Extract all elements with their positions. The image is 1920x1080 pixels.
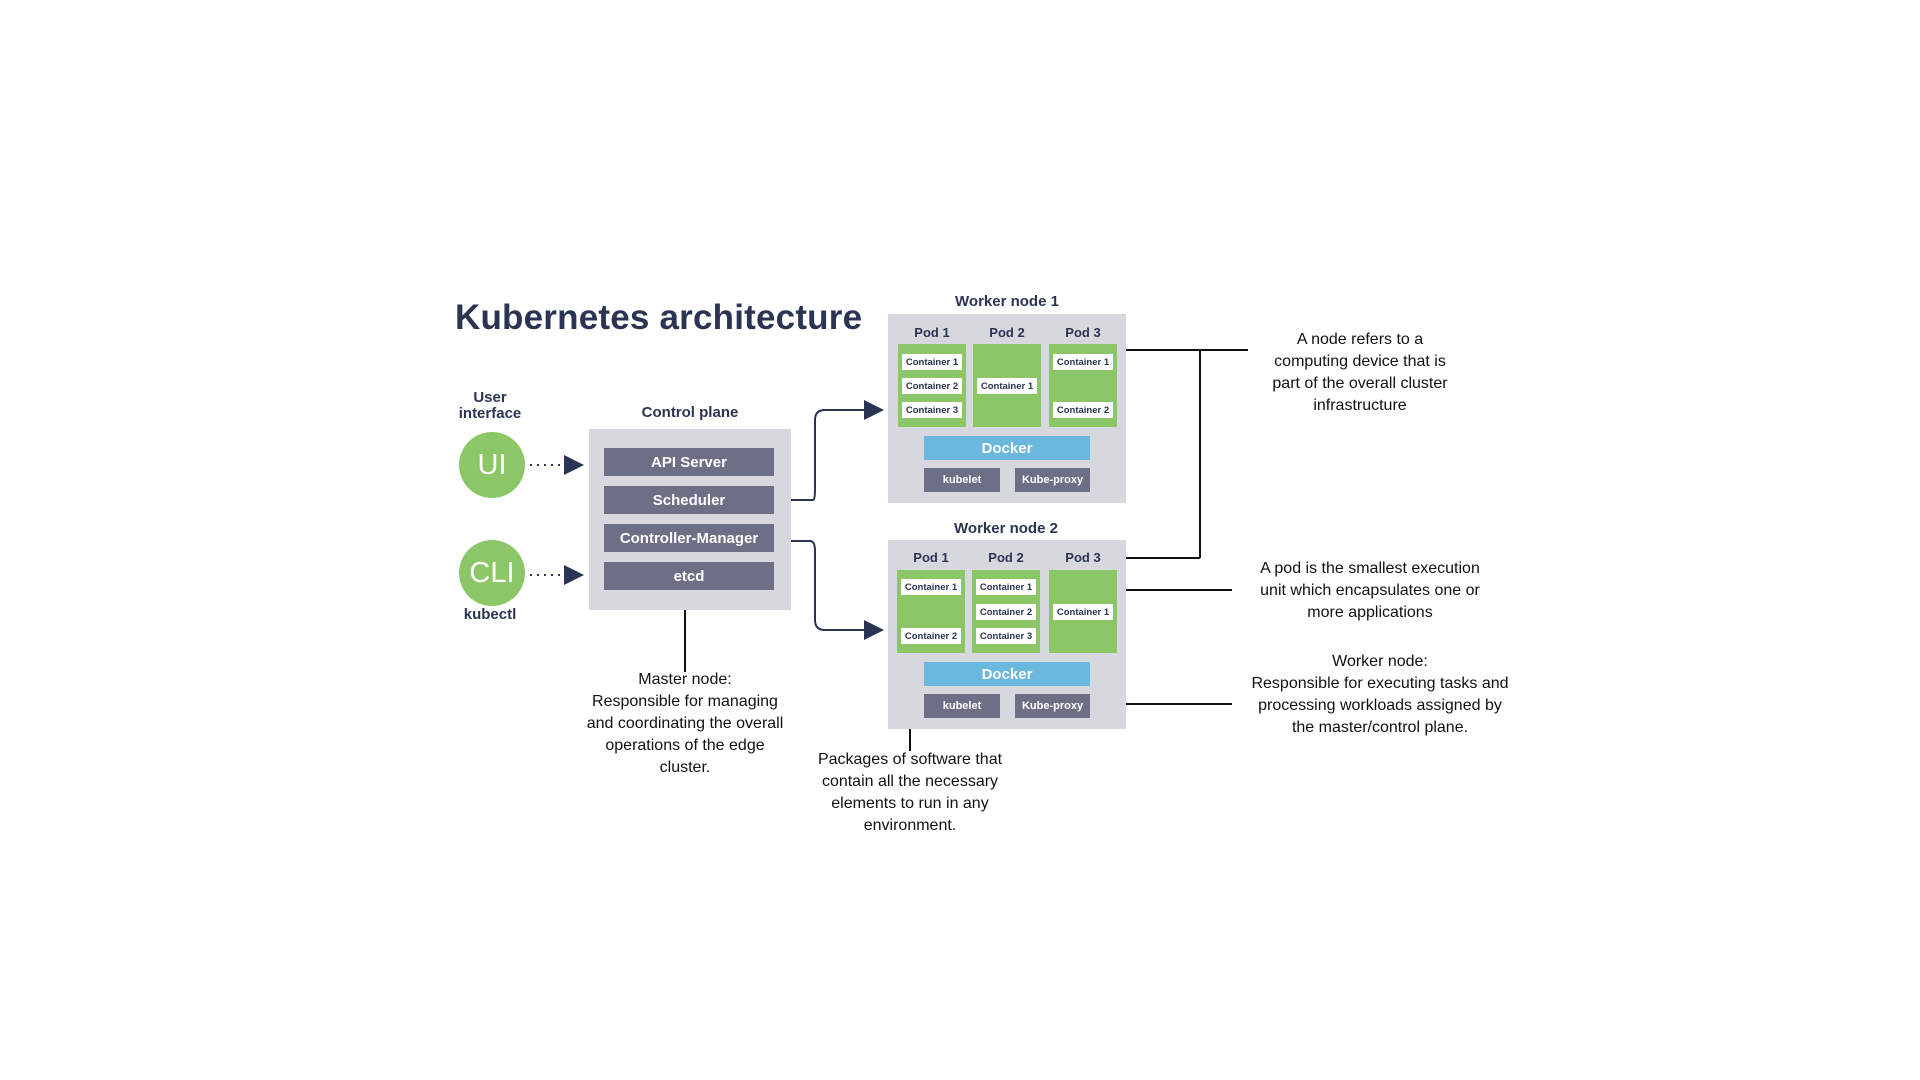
wn2-pod3-container1: Container 1 — [1053, 604, 1113, 620]
cp-to-worker2-arrow — [791, 540, 884, 640]
master-node-note: Master node: Responsible for managing an… — [586, 671, 784, 776]
wn2-docker: Docker — [924, 662, 1090, 686]
node-note: A node refers to a computing device that… — [1272, 331, 1448, 414]
wn2-pod2-container1: Container 1 — [976, 579, 1036, 595]
cli-circle: CLI — [459, 540, 525, 606]
kubectl-label: kubectl — [463, 606, 517, 623]
wn1-pod1-title: Pod 1 — [914, 325, 950, 340]
worker-node-2-title: Worker node 2 — [954, 520, 1058, 537]
wn1-pod2-title: Pod 2 — [989, 325, 1025, 340]
cp-scheduler: Scheduler — [604, 486, 774, 514]
cp-controller-manager: Controller-Manager — [604, 524, 774, 552]
wn2-kubelet: kubelet — [924, 694, 1000, 718]
pod-note: A pod is the smallest execution unit whi… — [1260, 560, 1480, 621]
user-interface-label: User interface — [458, 389, 522, 422]
packages-note: Packages of software that contain all th… — [817, 751, 1003, 834]
wn1-pod2-container1: Container 1 — [977, 378, 1037, 394]
wn2-pod1-container1: Container 1 — [901, 579, 961, 595]
wn2-pod1-container2: Container 2 — [901, 628, 961, 644]
wn2-kube-proxy: Kube-proxy — [1015, 694, 1090, 718]
cp-etcd: etcd — [604, 562, 774, 590]
wn2-pod2-title: Pod 2 — [988, 550, 1024, 565]
cp-to-worker1-arrow — [791, 400, 884, 501]
wn1-pod3-container2: Container 2 — [1053, 402, 1113, 418]
worker-node-1-title: Worker node 1 — [955, 293, 1059, 310]
wn1-docker: Docker — [924, 436, 1090, 460]
control-plane-title: Control plane — [641, 404, 739, 421]
wn1-pod3-title: Pod 3 — [1065, 325, 1101, 340]
wn1-kubelet: kubelet — [924, 468, 1000, 492]
wn2-pod2-container3: Container 3 — [976, 628, 1036, 644]
wn1-pod3-container1: Container 1 — [1053, 354, 1113, 370]
wn1-pod1-container3: Container 3 — [902, 402, 962, 418]
wn2-pod3-title: Pod 3 — [1065, 550, 1101, 565]
worker-node-note: Worker node: Responsible for executing t… — [1251, 653, 1509, 736]
wn1-kube-proxy: Kube-proxy — [1015, 468, 1090, 492]
wn1-pod1-container2: Container 2 — [902, 378, 962, 394]
cp-api-server: API Server — [604, 448, 774, 476]
ui-circle: UI — [459, 432, 525, 498]
wn1-pod1-container1: Container 1 — [902, 354, 962, 370]
diagram-title: Kubernetes architecture — [455, 298, 863, 337]
wn2-pod2-container2: Container 2 — [976, 604, 1036, 620]
wn2-pod1-title: Pod 1 — [913, 550, 949, 565]
